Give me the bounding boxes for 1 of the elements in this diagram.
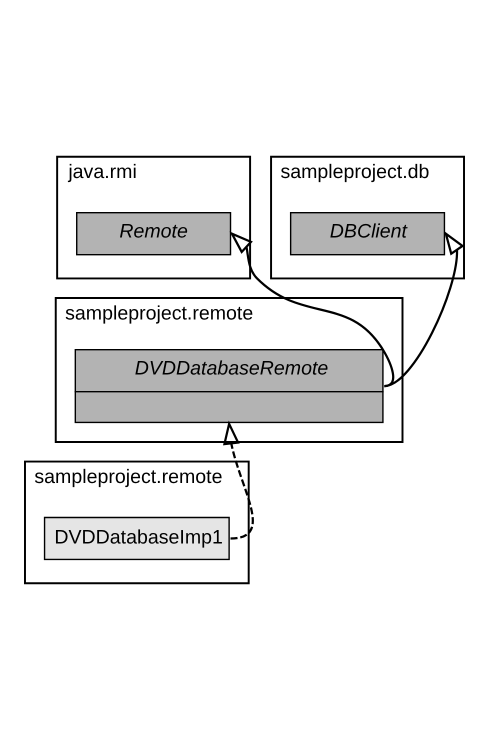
arrow xyxy=(384,230,464,388)
